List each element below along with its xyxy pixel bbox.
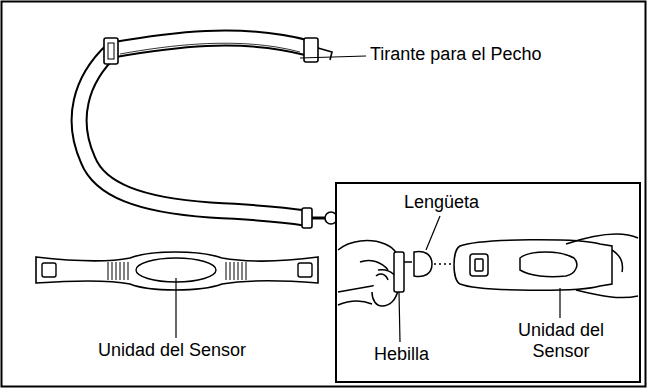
leader-lines bbox=[176, 56, 560, 342]
part-label: Lengüeta bbox=[404, 192, 479, 213]
sensor-unit bbox=[36, 252, 318, 290]
part-label: Tirante para el Pecho bbox=[370, 44, 541, 65]
part-label: Unidad del Sensor bbox=[98, 340, 246, 361]
inset-hands bbox=[338, 234, 638, 306]
part-label: Hebilla bbox=[374, 344, 429, 365]
inset-panel bbox=[336, 183, 640, 382]
part-label: Unidad del Sensor bbox=[505, 320, 617, 361]
chest-strap bbox=[79, 38, 337, 228]
